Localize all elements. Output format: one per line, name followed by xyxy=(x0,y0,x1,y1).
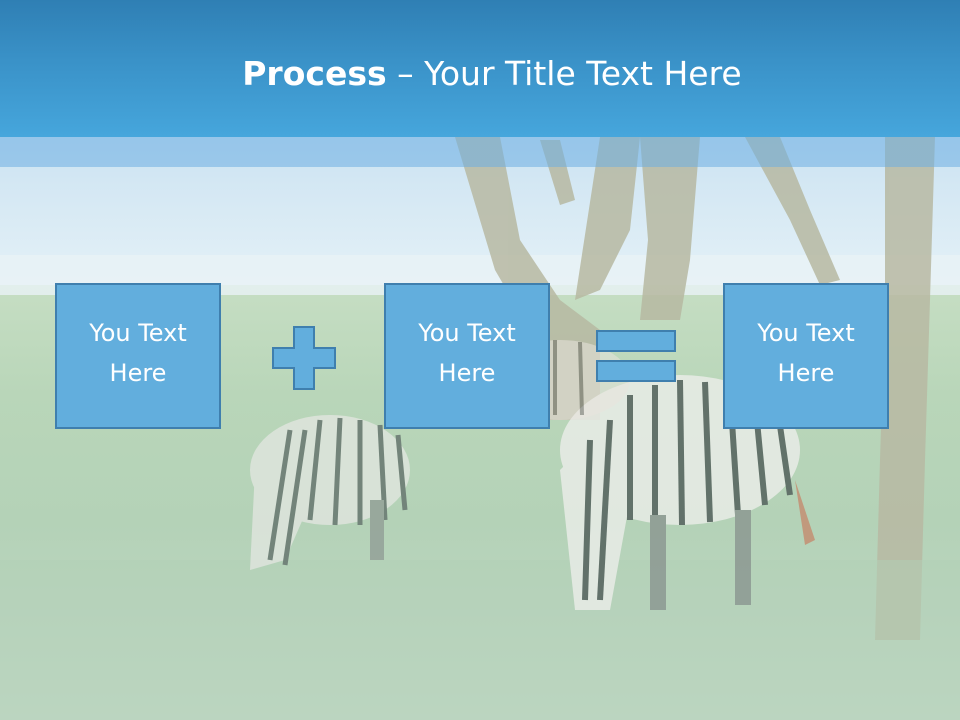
process-box-3[interactable]: You Text Here xyxy=(723,283,889,429)
process-box-2-line1: You Text xyxy=(418,319,516,347)
title-rest-part: – Your Title Text Here xyxy=(386,54,742,93)
slide-title[interactable]: Process – Your Title Text Here xyxy=(0,52,960,96)
process-box-3-line2: Here xyxy=(777,359,835,387)
title-bold-part: Process xyxy=(242,54,387,93)
process-box-1[interactable]: You Text Here xyxy=(55,283,221,429)
process-box-2[interactable]: You Text Here xyxy=(384,283,550,429)
equals-icon[interactable] xyxy=(596,330,676,384)
process-box-3-line1: You Text xyxy=(757,319,855,347)
process-box-1-line1: You Text xyxy=(89,319,187,347)
title-header xyxy=(0,0,960,137)
header-band xyxy=(0,137,960,167)
process-box-1-line2: Here xyxy=(109,359,167,387)
process-box-2-line2: Here xyxy=(438,359,496,387)
plus-icon[interactable] xyxy=(272,326,336,390)
